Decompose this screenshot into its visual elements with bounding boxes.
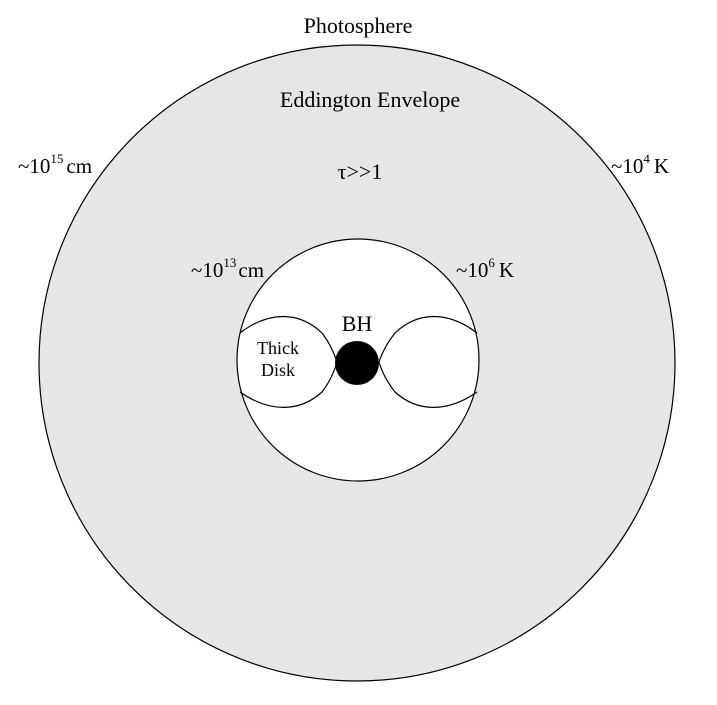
thick-disk-label-line2: Disk (261, 360, 295, 380)
outer-radius-unit: cm (66, 154, 92, 178)
outer-temperature-prefix: ~10 (611, 154, 643, 178)
inner-radius-prefix: ~10 (191, 258, 223, 282)
inner-radius-exponent: 13 (223, 255, 236, 270)
thick-disk-right-outline (378, 315, 478, 408)
photosphere-label: Photosphere (304, 13, 413, 38)
inner-temperature-unit: K (499, 258, 514, 282)
inner-temperature-exponent: 6 (488, 255, 495, 270)
black-hole (335, 341, 379, 385)
optical-depth-label: τ>>1 (338, 159, 383, 184)
eddington-envelope-label: Eddington Envelope (280, 87, 460, 112)
inner-temperature-prefix: ~10 (456, 258, 488, 282)
inner-radius-unit: cm (238, 258, 264, 282)
black-hole-label: BH (342, 311, 373, 336)
inner-radius-label: ~1013cm (191, 255, 264, 282)
outer-radius-prefix: ~10 (18, 154, 50, 178)
thick-disk-label-line1: Thick (257, 338, 299, 358)
outer-temperature-unit: K (654, 154, 669, 178)
outer-radius-exponent: 15 (50, 151, 63, 166)
outer-temperature-exponent: 4 (643, 151, 650, 166)
